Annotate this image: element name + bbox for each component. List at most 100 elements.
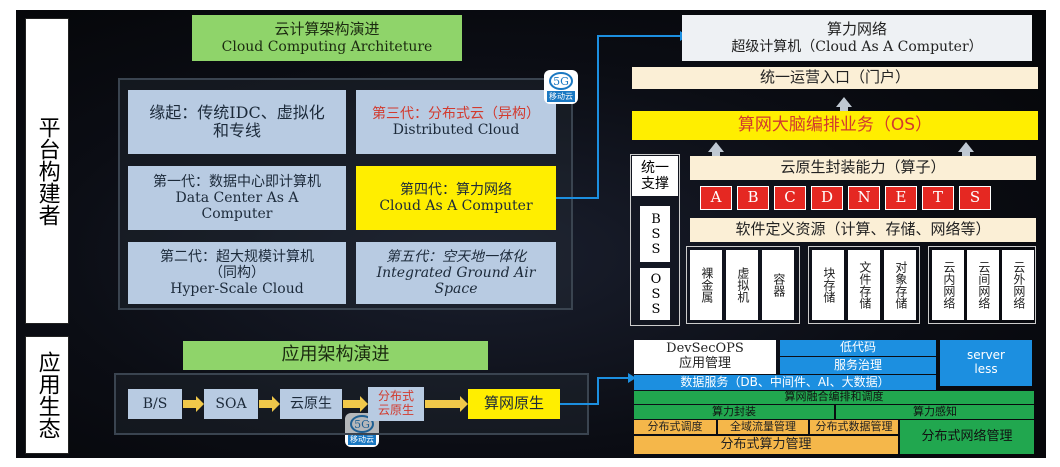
support-line1: 统一 <box>641 159 669 176</box>
gen-first-line1: 第一代：数据中心即计算机 <box>153 173 321 190</box>
gen-second-line2: （同构） <box>209 264 265 281</box>
compute-item-1: 虚拟机 <box>726 250 758 320</box>
flow-dist-cloud-native: 分布式 云原生 <box>368 387 424 421</box>
cloud-arch-title-en: Cloud Computing Architeture <box>221 38 433 55</box>
storage-item-0: 块存储 <box>812 250 844 320</box>
up-arrow-3 <box>708 142 724 156</box>
letter-box-n: N <box>848 186 880 210</box>
gen-origin-line2: 和专线 <box>212 121 261 140</box>
gen-fourth: 第四代：算力网络 Cloud As A Computer <box>356 166 556 230</box>
gen-origin: 缘起：传统IDC、虚拟化 和专线 <box>128 90 346 154</box>
dist-scheduling-box: 分布式调度 <box>634 420 716 434</box>
gen-fifth-line2: Integrated Ground Air <box>376 264 536 281</box>
compute-sense-box: 算力感知 <box>836 405 1034 419</box>
letter-box-d: D <box>811 186 843 210</box>
letter-box-s: S <box>959 186 991 210</box>
gen-second-line1: 第二代：超大规模计算机 <box>160 248 314 265</box>
bss-box: BSS <box>640 206 670 262</box>
flow-bs: B/S <box>128 389 182 419</box>
up-arrow-4 <box>958 142 974 156</box>
storage-group <box>808 246 920 324</box>
up-arrow-2 <box>836 97 852 111</box>
fusion-box: 算网融合编排和调度 <box>634 390 1034 404</box>
gen-fourth-cn: 第四代：算力网络 <box>400 181 512 198</box>
logo-5g-icon-2: 5G <box>350 415 374 433</box>
serverless-line2: less <box>974 362 998 376</box>
dist-data-management-box: 分布式数据管理 <box>810 420 898 434</box>
compute-group <box>686 246 800 324</box>
logo-text: 移动云 <box>547 91 575 102</box>
compute-item-2: 容器 <box>762 250 794 320</box>
top-line2: 超级计算机（Cloud As A Computer） <box>731 38 983 55</box>
cloud-arch-title: 云计算架构演进 Cloud Computing Architeture <box>192 15 462 61</box>
dist-network-management-box: 分布式网络管理 <box>900 420 1034 454</box>
side-label-app: 应用生态 <box>25 336 69 454</box>
letter-box-c: C <box>774 186 806 210</box>
flow-soa: SOA <box>204 389 258 419</box>
letter-box-a: A <box>700 186 732 210</box>
software-defined-resources: 软件定义资源（计算、存储、网络等） <box>690 218 1036 242</box>
app-arch-title: 应用架构演进 <box>183 341 488 370</box>
storage-item-2: 对象存储 <box>884 250 916 320</box>
gen-fifth: 第五代：空天地一体化 Integrated Ground Air Space <box>356 242 556 304</box>
network-group <box>928 246 1036 324</box>
devsecops-box: DevSecOPS 应用管理 <box>634 340 776 374</box>
mobile-cloud-logo: 5G 移动云 <box>544 70 578 104</box>
dist-compute-management-box: 分布式算力管理 <box>634 436 898 454</box>
arrow-4 <box>425 396 468 412</box>
gen-third-cn: 第三代：分布式云（异构） <box>372 105 540 122</box>
data-service-box: 数据服务（DB、中间件、AI、大数据） <box>634 375 936 390</box>
gen-second-line3: Hyper-Scale Cloud <box>170 281 304 298</box>
gen-first-line2: Data Center As A <box>175 189 299 206</box>
logo-5g-icon: 5G <box>549 72 573 90</box>
gen-first-line3: Computer <box>201 206 273 223</box>
gen-origin-line1: 缘起：传统IDC、虚拟化 <box>149 102 325 122</box>
arrow-1 <box>183 396 204 412</box>
cloud-arch-title-cn: 云计算架构演进 <box>274 20 380 39</box>
network-item-1: 云间网络 <box>967 250 999 320</box>
gen-second: 第二代：超大规模计算机 （同构） Hyper-Scale Cloud <box>128 242 346 304</box>
flow-management-box: 全域流量管理 <box>718 420 808 434</box>
connector-fourth-to-top <box>556 35 680 199</box>
gen-first: 第一代：数据中心即计算机 Data Center As A Computer <box>128 166 346 230</box>
compute-package-box: 算力封装 <box>634 405 834 419</box>
compute-net-top: 算力网络 超级计算机（Cloud As A Computer） <box>682 15 1032 61</box>
serverless-box: server less <box>940 340 1032 386</box>
compute-brain: 算网大脑编排业务（OS） <box>632 111 1038 140</box>
gen-third-en: Distributed Cloud <box>392 122 520 138</box>
cloud-native-capability: 云原生封装能力（算子） <box>690 156 1036 180</box>
serverless-line1: server <box>967 348 1005 363</box>
letter-box-t: T <box>922 186 954 210</box>
network-item-2: 云外网络 <box>1002 250 1034 320</box>
arrow-3 <box>343 396 368 412</box>
side-label-platform: 平台构建者 <box>25 18 69 324</box>
gen-fifth-line3: Space <box>434 281 478 298</box>
gen-third: 第三代：分布式云（异构） Distributed Cloud <box>356 90 556 154</box>
flow-cloud-native: 云原生 <box>280 389 342 419</box>
support-line2: 支撑 <box>641 176 669 192</box>
devsecops-label: DevSecOPS <box>666 341 744 357</box>
logo-text-2: 移动云 <box>348 434 376 445</box>
network-item-0: 云内网络 <box>932 250 964 320</box>
storage-item-1: 文件存储 <box>848 250 880 320</box>
service-governance-box: 服务治理 <box>780 357 936 374</box>
portal: 统一运营入口（门户） <box>632 67 1038 89</box>
letter-box-b: B <box>737 186 769 210</box>
arrow-2 <box>259 396 280 412</box>
app-mgmt-label: 应用管理 <box>678 356 731 371</box>
compute-item-0: 裸金属 <box>690 250 722 320</box>
connector-app-to-stack <box>560 377 628 405</box>
unified-support <box>630 154 680 326</box>
connector-head-2 <box>628 373 636 383</box>
gen-fourth-en: Cloud As A Computer <box>379 198 533 214</box>
gen-fifth-line1: 第五代：空天地一体化 <box>386 248 526 265</box>
flow-compute-net-native: 算网原生 <box>468 389 560 419</box>
low-code-box: 低代码 <box>780 340 936 356</box>
mobile-cloud-logo-2: 5G 移动云 <box>345 413 379 447</box>
unified-support-label: 统一 支撑 <box>632 156 678 196</box>
letter-box-e: E <box>885 186 917 210</box>
top-line1: 算力网络 <box>826 20 887 39</box>
oss-box: OSS <box>640 268 670 320</box>
